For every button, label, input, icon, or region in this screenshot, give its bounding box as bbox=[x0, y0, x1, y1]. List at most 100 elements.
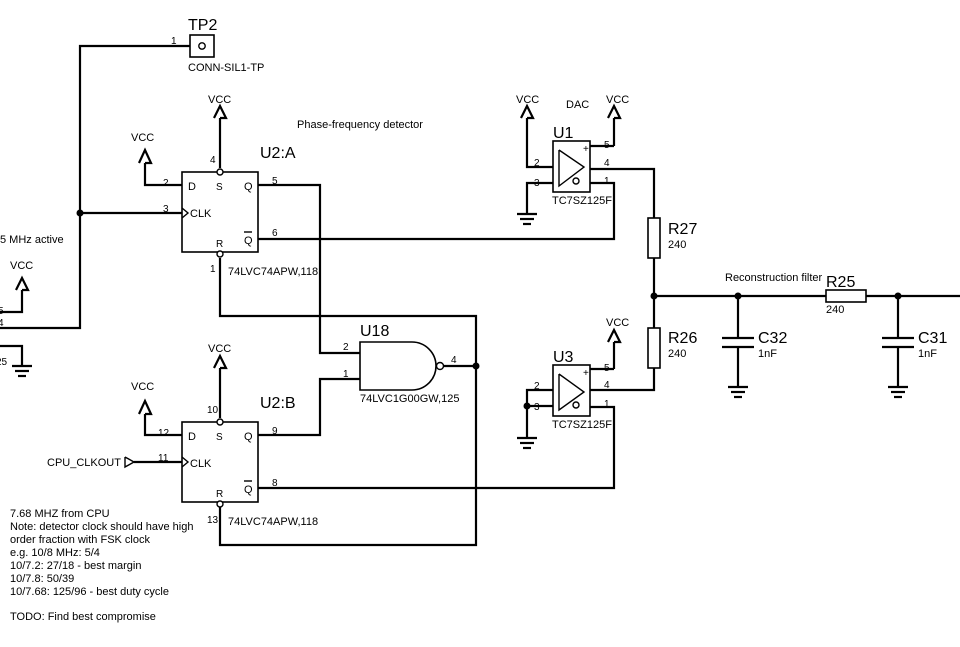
u2a-qn-label: Q bbox=[244, 235, 253, 247]
ground-icon bbox=[728, 385, 748, 399]
u18-pin-y: 4 bbox=[451, 355, 457, 366]
dac-label: DAC bbox=[566, 99, 589, 111]
svg-text:VCC: VCC bbox=[208, 343, 231, 355]
u2a-ref: U2:A bbox=[260, 145, 296, 162]
u2a-s-label: S bbox=[216, 182, 223, 193]
r27-ref: R27 bbox=[668, 221, 697, 238]
r25-value: 240 bbox=[826, 304, 844, 316]
cpu-clkout-port[interactable]: CPU_CLKOUT bbox=[47, 456, 136, 469]
u3-oe-bubble bbox=[572, 401, 580, 409]
tp2-ref: TP2 bbox=[188, 17, 217, 34]
note-line: e.g. 10/8 MHz: 5/4 bbox=[10, 547, 100, 559]
r26-body bbox=[647, 327, 661, 369]
u2b-ref: U2:B bbox=[260, 395, 296, 412]
r26-resistor[interactable]: R26 240 bbox=[647, 327, 697, 369]
u18-pin-a: 2 bbox=[343, 342, 349, 353]
wire-u2b-q-u18 bbox=[258, 377, 360, 437]
vcc-symbols: VCC VCC VCC VCC VCC VCC VCC VCC bbox=[10, 94, 629, 416]
wire-left-gnd bbox=[0, 344, 24, 366]
junction-dot bbox=[894, 292, 902, 300]
u3-pin-y: 4 bbox=[604, 380, 610, 391]
svg-text:VCC: VCC bbox=[10, 260, 33, 272]
r27-value: 240 bbox=[668, 239, 686, 251]
ground-icon bbox=[517, 212, 537, 226]
u1-pin-vcc: 5 bbox=[604, 140, 610, 151]
note-line: 10/7.8: 50/39 bbox=[10, 573, 74, 585]
vcc-arrow-icon: VCC bbox=[10, 260, 33, 292]
u1-buffer[interactable]: + 2 3 5 4 1 U1 TC7SZ125F bbox=[534, 125, 612, 207]
u2a-flipflop[interactable]: D CLK S R Q Q 2 3 4 1 5 6 U2:A 74LVC74AP… bbox=[163, 145, 318, 278]
u3-ref: U3 bbox=[553, 349, 574, 366]
c32-value: 1nF bbox=[758, 348, 777, 360]
u2a-pin-d: 2 bbox=[163, 178, 169, 189]
left-pin-4: 4 bbox=[0, 318, 4, 329]
u2a-pin-qn: 6 bbox=[272, 228, 278, 239]
r27-resistor[interactable]: R27 240 bbox=[647, 217, 697, 259]
svg-text:VCC: VCC bbox=[516, 94, 539, 106]
wire-u2b-qn-u3 bbox=[258, 405, 616, 490]
wire-u1-out-r27 bbox=[590, 167, 656, 218]
u18-pin-b: 1 bbox=[343, 369, 349, 380]
u2b-clk-triangle-icon bbox=[181, 456, 190, 468]
notes-block: 7.68 MHZ from CPU Note: detector clock s… bbox=[10, 508, 193, 623]
wire-u2b-d-vcc bbox=[143, 414, 182, 437]
u2a-pin-clk: 3 bbox=[163, 204, 169, 215]
u1-plus: + bbox=[583, 144, 589, 155]
u2a-pin-r: 1 bbox=[210, 264, 216, 275]
u2a-q-label: Q bbox=[244, 181, 253, 193]
left-pin-5: 5 bbox=[0, 306, 4, 317]
u2b-pin-r: 13 bbox=[207, 515, 219, 526]
u2b-pin-clk: 11 bbox=[158, 453, 169, 464]
u3-buffer[interactable]: + 2 3 5 4 1 U3 TC7SZ125F bbox=[534, 349, 612, 431]
u2a-value: 74LVC74APW,118 bbox=[228, 266, 318, 278]
tp2-pad-icon bbox=[198, 42, 206, 50]
r27-body bbox=[647, 217, 661, 259]
u2b-set-bubble bbox=[216, 418, 224, 426]
u2a-r-label: R bbox=[216, 239, 223, 250]
svg-text:VCC: VCC bbox=[131, 381, 154, 393]
wire-u1-gnd bbox=[525, 181, 553, 214]
wire-reset-loop bbox=[218, 258, 478, 547]
svg-text:VCC: VCC bbox=[606, 317, 629, 329]
left-pin-25: 25 bbox=[0, 357, 8, 368]
wire-u1-vcc-in bbox=[525, 118, 553, 169]
junction-dot bbox=[650, 292, 658, 300]
tp2-value: CONN-SIL1-TP bbox=[188, 62, 264, 74]
u3-pin-a: 2 bbox=[534, 381, 540, 392]
vcc-arrow-icon: VCC bbox=[606, 317, 629, 344]
u3-plus: + bbox=[583, 368, 589, 379]
r25-ref: R25 bbox=[826, 274, 855, 291]
vcc-arrow-icon: VCC bbox=[131, 381, 154, 416]
c32-capacitor[interactable]: C32 1nF bbox=[722, 330, 787, 360]
u2b-s-label: S bbox=[216, 432, 223, 443]
ground-symbols bbox=[12, 212, 908, 450]
u18-nand-gate[interactable]: 2 1 4 U18 74LVC1G00GW,125 bbox=[343, 323, 459, 405]
note-line: order fraction with FSK clock bbox=[10, 534, 150, 546]
port-triangle-icon bbox=[124, 456, 136, 469]
note-line: TODO: Find best compromise bbox=[10, 611, 156, 623]
tp2-testpoint[interactable]: TP2 CONN-SIL1-TP 1 bbox=[171, 17, 264, 74]
r26-value: 240 bbox=[668, 348, 686, 360]
u3-triangle-icon bbox=[558, 373, 586, 412]
wire-tp2-clk-bus bbox=[0, 44, 190, 330]
u18-output-bubble bbox=[435, 361, 445, 371]
u3-value: TC7SZ125F bbox=[552, 419, 612, 431]
u1-triangle-icon bbox=[558, 149, 586, 188]
tp2-pin-number: 1 bbox=[171, 36, 177, 47]
recon-filter-label: Reconstruction filter bbox=[725, 272, 823, 284]
wire-u2a-qn-u1 bbox=[258, 181, 616, 241]
mhz-active-label: 5 MHz active bbox=[0, 234, 64, 246]
c31-capacitor[interactable]: C31 1nF bbox=[882, 330, 947, 360]
u2a-clk-triangle-icon bbox=[181, 207, 190, 219]
u1-pin-y: 4 bbox=[604, 158, 610, 169]
u2b-pin-qn: 8 bbox=[272, 478, 278, 489]
vcc-arrow-icon: VCC bbox=[516, 94, 539, 120]
u2b-pin-s: 10 bbox=[207, 405, 219, 416]
u2b-pin-d: 12 bbox=[158, 428, 170, 439]
u2b-d-label: D bbox=[188, 431, 196, 443]
wires bbox=[0, 44, 960, 547]
cpu-clkout-label: CPU_CLKOUT bbox=[47, 457, 121, 469]
r25-resistor[interactable]: R25 240 bbox=[825, 274, 867, 316]
u2b-flipflop[interactable]: D CLK S R Q Q 12 11 10 13 9 8 U2:B 74LVC… bbox=[158, 395, 318, 528]
